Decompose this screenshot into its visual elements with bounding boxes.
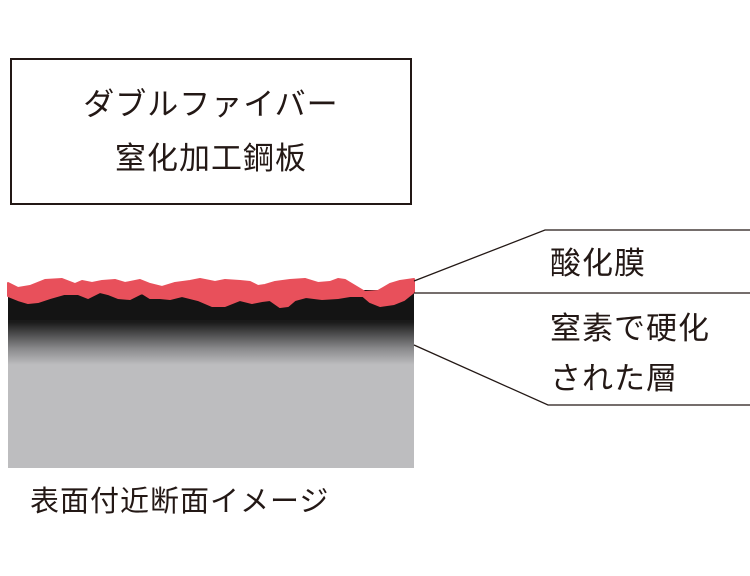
material-title-box: ダブルファイバー 窒化加工鋼板	[10, 58, 412, 205]
nitrided-layer-label-line1: 窒素で硬化	[550, 311, 710, 347]
diagram-caption: 表面付近断面イメージ	[30, 484, 330, 518]
nitrided-layer-label-line2: された層	[550, 361, 678, 397]
material-title-line1: ダブルファイバー	[83, 86, 339, 123]
oxide-film-label: 酸化膜	[550, 246, 646, 282]
oxide-leader-line	[413, 229, 750, 282]
nitrided-leader-line	[413, 344, 750, 406]
material-title-line2: 窒化加工鋼板	[115, 140, 307, 177]
oxide-film	[7, 278, 415, 308]
